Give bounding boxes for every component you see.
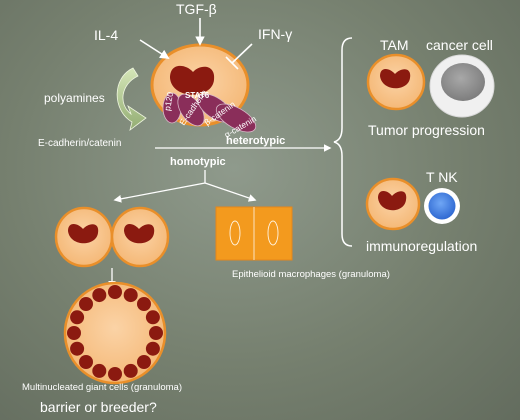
giant-cell-nucleus [123, 288, 138, 303]
giant-cell-label: Multinucleated giant cells (granuloma) [22, 382, 182, 393]
homotypic-branches [113, 170, 257, 203]
curly-brace [333, 37, 353, 247]
tam-label: TAM [380, 37, 409, 53]
giant-cell [63, 281, 167, 385]
cancer-cell-label: cancer cell [426, 37, 493, 53]
epithelioid-macrophages [215, 206, 293, 261]
ifng-label: IFN-γ [258, 26, 293, 42]
epithelioid-label: Epithelioid macrophages (granuloma) [232, 269, 390, 280]
homotypic-cell-right [110, 206, 170, 268]
tgfb-label: TGF-β [176, 1, 217, 17]
giant-cell-nucleus [108, 285, 122, 299]
il4-arrow [139, 39, 170, 60]
tumor-progression-label: Tumor progression [368, 122, 485, 138]
polyamines-label: polyamines [44, 91, 105, 105]
cancer-cell [429, 54, 495, 118]
tnk-cell [424, 188, 460, 224]
giant-cell-nucleus [70, 341, 85, 356]
giant-cell-nucleus [137, 297, 151, 311]
giant-cell-nucleus [92, 288, 107, 303]
tnk-label: T NK [426, 169, 458, 185]
giant-cell-nucleus [149, 326, 163, 340]
ecadherin-catenin-label: E-cadherin/catenin [38, 138, 122, 149]
central-nucleus [170, 65, 215, 95]
ifng-inhibition [225, 43, 253, 70]
homotypic-label: homotypic [170, 156, 226, 168]
polyamines-arrow [116, 67, 147, 131]
giant-cell-nucleus [79, 297, 93, 311]
giant-cell-nucleus [123, 363, 138, 378]
heterotypic-label: heterotypic [226, 135, 286, 147]
giant-cell-nucleus [92, 363, 107, 378]
giant-cell-nucleus [67, 326, 81, 340]
immunoregulation-label: immunoregulation [366, 238, 478, 254]
tam-cell [366, 53, 426, 111]
immunoregulation-macrophage [365, 177, 421, 231]
alpha-catenin-protein [215, 103, 257, 133]
giant-cell-nucleus [137, 355, 151, 369]
giant-cell-nucleus [70, 310, 85, 325]
giant-cell-nucleus [79, 355, 93, 369]
giant-cell-nucleus [108, 367, 122, 381]
giant-cell-nucleus [145, 341, 160, 356]
homotypic-cell-left [54, 206, 114, 268]
giant-cell-nucleus [145, 310, 160, 325]
giant-cell-nuclei [67, 285, 163, 381]
stat6-label: STAT6 [185, 91, 210, 100]
barrier-breeder-label: barrier or breeder? [40, 399, 157, 415]
il4-label: IL-4 [94, 27, 119, 43]
